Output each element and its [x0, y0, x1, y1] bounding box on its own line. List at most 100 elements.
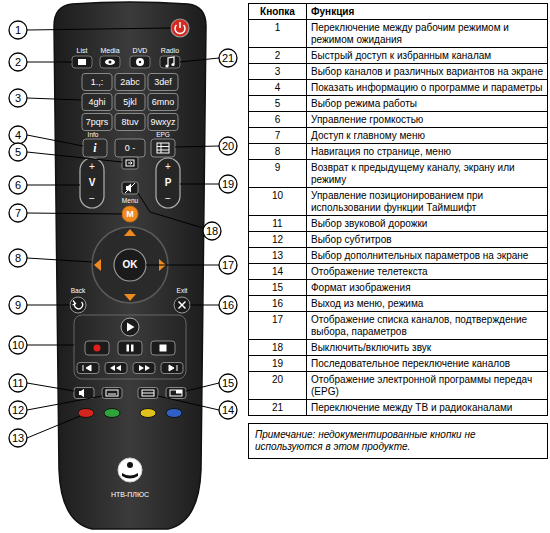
mode-buttons — [171, 63, 174, 66]
button-label: Info — [88, 131, 99, 138]
table-cell: Быстрый доступ к избранным каналам — [307, 48, 547, 63]
callout-outline — [219, 296, 237, 314]
power-button — [171, 19, 189, 37]
number-keys — [82, 94, 112, 111]
function-buttons — [108, 394, 116, 395]
table-text: Навигация по странице, меню — [307, 144, 547, 159]
table-text: 20 — [249, 372, 306, 387]
table-cell: 13 — [249, 248, 307, 263]
button-label: 0 - — [125, 144, 136, 153]
mode-buttons — [109, 61, 112, 64]
callout-outline — [219, 137, 237, 155]
epg-icon — [157, 150, 169, 151]
mode-select-button — [122, 157, 138, 169]
callout-number: 3 — [8, 88, 28, 108]
menu-button — [122, 206, 138, 222]
number-keys — [82, 74, 112, 91]
mode-buttons — [168, 57, 174, 66]
leader-line — [27, 135, 83, 146]
function-buttons — [138, 388, 158, 399]
callout-number: 7 — [8, 203, 28, 223]
table-row: 7Доступ к главному меню — [249, 128, 547, 144]
callout-circle: 15 — [218, 373, 238, 393]
callout-number: 5 — [8, 142, 28, 162]
table-cell: Последовательное переключение каналов — [307, 356, 547, 371]
callout-circle: 17 — [218, 255, 238, 275]
table-cell: 20 — [249, 372, 307, 399]
number-keys — [83, 139, 107, 157]
number-keys — [148, 114, 178, 131]
table-text: 9 — [249, 160, 306, 175]
table-text: 17 — [249, 312, 306, 327]
callout-outline — [9, 336, 27, 354]
playback-buttons — [94, 345, 101, 352]
table-text: 21 — [249, 400, 306, 415]
color-buttons — [104, 409, 120, 418]
callout-circle: 14 — [218, 400, 238, 420]
leader-line — [27, 416, 80, 438]
callout-outline — [9, 296, 27, 314]
mode-buttons — [72, 56, 92, 68]
callout-number: 13 — [8, 428, 28, 448]
leader-line — [27, 62, 72, 63]
callout-circle: 4 — [8, 125, 28, 145]
table-row: 15Формат изображения — [249, 280, 547, 296]
table-cell: 15 — [249, 280, 307, 295]
leader-line — [175, 146, 219, 147]
button-label: Menu — [122, 198, 138, 205]
callout-circle: 20 — [218, 136, 238, 156]
table-cell: Возврат к предыдущему каналу, экрану или… — [307, 160, 547, 187]
table-cell: Кнопка — [249, 4, 307, 19]
table-row: 3Выбор каналов и различных вариантов на … — [249, 64, 547, 80]
callout-number: 21 — [218, 48, 238, 68]
function-buttons — [106, 390, 118, 396]
button-label: 8tuv — [121, 118, 138, 127]
table-text: 8 — [249, 144, 306, 159]
callout-circle: 1 — [8, 20, 28, 40]
button-label: 4ghi — [88, 98, 105, 107]
table-text: Управление позиционированием при использ… — [307, 188, 547, 215]
table-cell: Доступ к главному меню — [307, 128, 547, 143]
number-keys — [151, 139, 175, 157]
table-text: Переключение между ТВ и радиоканалами — [307, 400, 547, 415]
table-cell: Переключение между рабочим режимом и реж… — [307, 20, 547, 47]
mute-button — [122, 182, 138, 194]
table-row: 17Отображение списка каналов, подтвержде… — [249, 312, 547, 340]
table-cell: Выход из меню, режима — [307, 296, 547, 311]
table-cell: Показать информацию о программе и параме… — [307, 80, 547, 95]
exit-button — [179, 302, 186, 309]
mode-buttons — [78, 59, 86, 65]
mode-select-button — [122, 157, 138, 169]
leader-line — [180, 58, 219, 62]
table-text: 18 — [249, 340, 306, 355]
navigation-ring — [94, 259, 101, 271]
table-text: Формат изображения — [307, 280, 547, 295]
note-text: Примечание: недокументированные кнопки н… — [255, 429, 541, 453]
callout-circle: 8 — [8, 248, 28, 268]
button-label: − — [89, 194, 95, 204]
button-label: List — [77, 47, 88, 54]
brand-logo — [127, 462, 133, 468]
playback-buttons — [85, 341, 109, 355]
function-buttons — [102, 388, 122, 399]
table-text: Отображение списка каналов, подтверждени… — [307, 312, 547, 339]
table-row: 18Выключить/включить звук — [249, 340, 547, 356]
table-text: 12 — [249, 232, 306, 247]
table-cell: 9 — [249, 160, 307, 187]
callout-outline — [9, 401, 27, 419]
navigation-ring — [124, 294, 136, 301]
exit-button — [174, 297, 190, 313]
table-text: 2 — [249, 48, 306, 63]
table-cell: 11 — [249, 216, 307, 231]
button-label: НТВ-ПЛЮС — [111, 491, 149, 498]
table-text: Доступ к главному меню — [307, 128, 547, 143]
button-label: P — [165, 178, 172, 188]
callout-number: 11 — [8, 373, 28, 393]
table-row: 13Выбор дополнительных параметров на экр… — [249, 248, 547, 264]
callout-outline — [203, 222, 221, 240]
mode-buttons — [139, 61, 141, 63]
function-buttons — [74, 388, 94, 399]
callout-circle: 6 — [8, 175, 28, 195]
exit-button — [179, 302, 186, 309]
navigation-ring — [114, 249, 146, 281]
